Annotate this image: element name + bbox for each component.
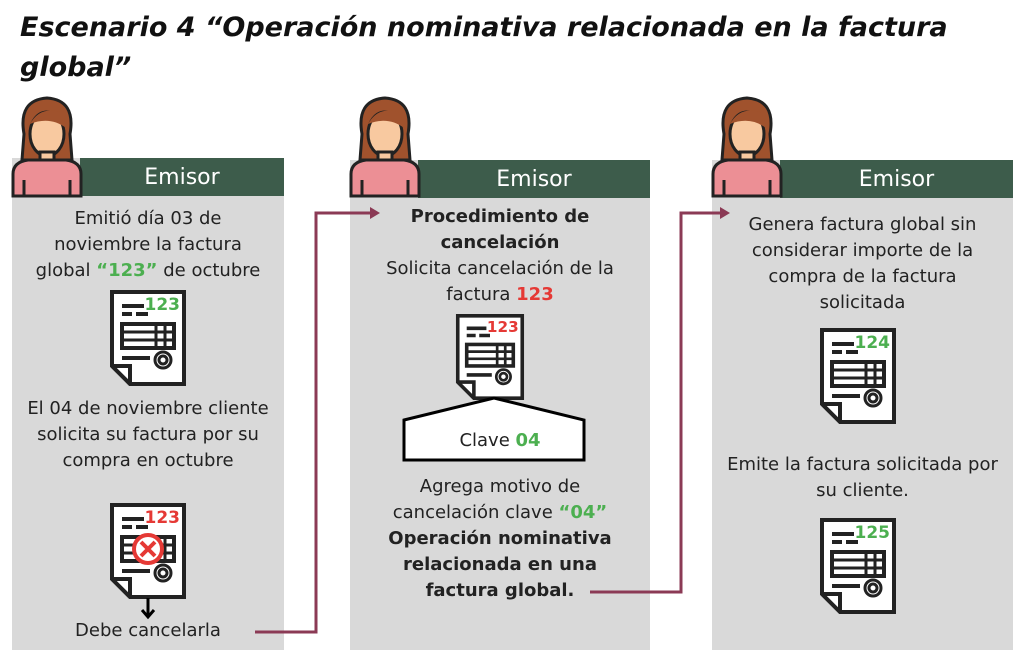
panel-header: Emisor — [418, 160, 650, 198]
svg-text:123: 123 — [145, 295, 181, 315]
invoice-document-icon: 124 — [818, 328, 898, 424]
panel-emisor-1: Emisor Emitió día 03 de noviembre la fac… — [12, 158, 284, 650]
clave-label: Clave 04 — [459, 430, 541, 451]
panel-bold-text: Operación nominativa relacionada en una … — [388, 528, 612, 601]
svg-text:124: 124 — [855, 333, 891, 353]
panel-emisor-3: Emisor Genera factura global sin conside… — [712, 160, 1013, 650]
panel-text: Emite la factura solicitada por su clien… — [727, 454, 998, 501]
panel-heading: Procedimiento de cancelación — [410, 206, 590, 253]
panel-text: Debe cancelarla — [75, 620, 221, 641]
invoice-document-icon: 123 — [108, 290, 188, 386]
invoice-document-icon: 123 — [454, 314, 526, 400]
panel-text: El 04 de noviembre cliente solicita su f… — [27, 398, 269, 471]
emisor-avatar-icon — [10, 94, 84, 198]
panel-header: Emisor — [80, 158, 284, 196]
page-title: Escenario 4 “Operación nominativa relaci… — [20, 12, 948, 83]
svg-text:123: 123 — [145, 508, 181, 528]
invoice-document-icon: 125 — [818, 518, 898, 614]
emisor-avatar-icon — [710, 94, 784, 198]
panel-text: Solicita cancelación de la factura 123 — [386, 258, 614, 305]
panel-emisor-2: Emisor Procedimiento de cancelación Soli… — [350, 160, 650, 650]
panel-text: Genera factura global sin considerar imp… — [748, 214, 977, 313]
svg-text:123: 123 — [487, 318, 519, 336]
arrow-down-icon — [140, 598, 156, 620]
cancelled-invoice-icon: 123 — [108, 503, 188, 599]
svg-text:125: 125 — [855, 523, 891, 543]
emisor-avatar-icon — [348, 94, 422, 198]
panel-header: Emisor — [780, 160, 1013, 198]
panel-text: Emitió día 03 de noviembre la factura gl… — [35, 208, 261, 281]
clave-box — [402, 396, 586, 462]
panel-text: Agrega motivo de cancelación clave “04” — [392, 476, 608, 523]
